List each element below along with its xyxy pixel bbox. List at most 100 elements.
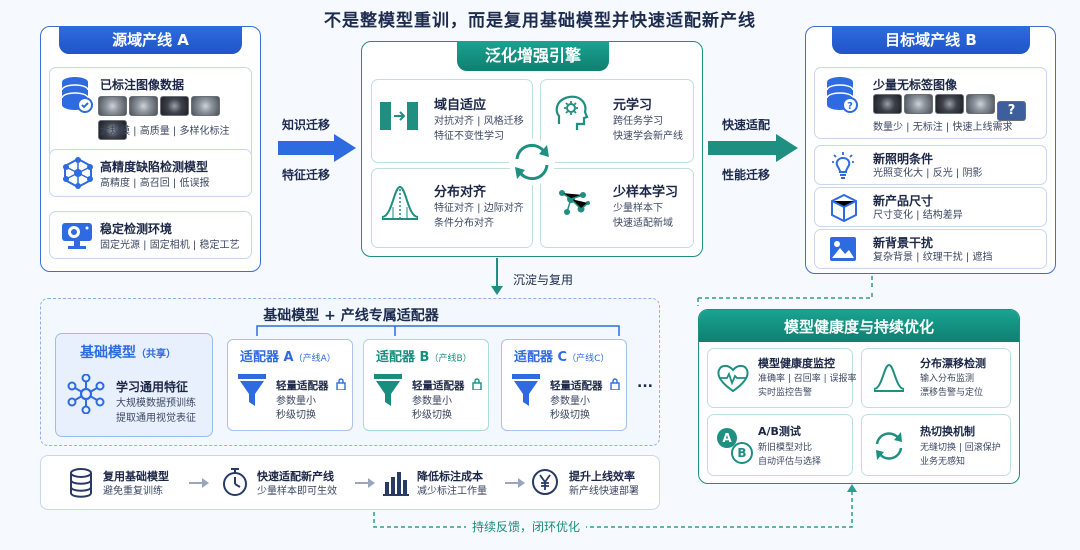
target-item-title: 少量无标签图像 <box>873 78 958 92</box>
refresh-icon <box>875 432 903 460</box>
bar-chart-icon <box>383 472 409 496</box>
foundation-panel: 基础模型 + 产线专属适配器 基础模型（共享） 学习通用特征 大规模数据预训练 … <box>40 298 660 446</box>
engine-item-line2: 条件分布对齐 <box>434 218 494 229</box>
benefit-title: 提升上线效率 <box>569 470 635 483</box>
base-model-heading: 基础模型（共享） <box>80 342 176 362</box>
cube-icon <box>831 193 857 223</box>
source-item-desc: 固定光源 | 固定相机 | 稳定工艺 <box>100 240 240 251</box>
bell-curve-icon <box>873 363 905 392</box>
health-item-line2: 实时监控告警 <box>758 388 813 398</box>
lock-icon <box>336 378 346 390</box>
health-item-line2: 业务无感知 <box>920 457 966 467</box>
adapter-name: 适配器 A <box>240 350 294 365</box>
sample-image-strip <box>98 96 250 144</box>
sample-image-strip: ? <box>873 94 1043 121</box>
engine-panel: 泛化增强引擎 域自适应 对抗对齐 | 风格迁移 特征不变性学习 元学习 跨任务学… <box>361 41 703 257</box>
funnel-icon <box>512 374 540 406</box>
adapter-title: 轻量适配器 <box>276 380 329 392</box>
target-item-unlabeled: ? 少量无标签图像 ? 数量少 | 无标注 | 快速上线需求 <box>814 67 1047 139</box>
network-icon <box>67 374 105 414</box>
sample-image <box>129 96 158 116</box>
lock-icon <box>472 378 482 390</box>
sample-image <box>935 94 964 114</box>
health-item-line1: 新旧模型对比 <box>758 443 813 453</box>
arrow-right-icon <box>355 478 375 488</box>
right-arrow-icon <box>708 134 798 162</box>
target-item-background: 新背景干扰 复杂背景 | 纹理干扰 | 遮挡 <box>814 229 1047 269</box>
lightbulb-icon <box>832 152 854 179</box>
benefit-desc: 避免重复训练 <box>103 486 163 497</box>
adapter-name: 适配器 B <box>376 350 430 365</box>
source-item-desc: 高精度 | 高召回 | 低误报 <box>100 178 210 189</box>
adapter-ellipsis: ... <box>637 375 653 391</box>
benefit-desc: 减少标注工作量 <box>417 486 487 497</box>
arrow-right-icon <box>189 478 209 488</box>
down-arrow-icon <box>491 258 503 295</box>
engine-item-title: 域自适应 <box>434 98 487 113</box>
target-panel-title: 目标域产线 B <box>832 26 1030 54</box>
arrow-right-icon <box>505 478 525 488</box>
database-icon: ? <box>826 77 858 113</box>
page-title: 不是整模型重训，而是复用基础模型并快速适配新产线 <box>324 11 756 31</box>
benefit-desc: 少量样本即可生效 <box>257 486 337 497</box>
sample-image <box>98 120 127 140</box>
target-item-desc: 尺寸变化 | 结构差异 <box>873 210 963 221</box>
arrow-label-performance-transfer: 性能迁移 <box>722 168 771 182</box>
adapter-tag: （产线C） <box>567 354 610 364</box>
scatter-nodes-icon <box>559 190 590 215</box>
base-model-card: 基础模型（共享） 学习通用特征 大规模数据预训练 提取通用视觉表征 <box>55 333 213 437</box>
lock-icon <box>610 378 620 390</box>
adapter-heading: 适配器 C（产线C） <box>514 346 609 365</box>
health-item-line1: 准确率 | 召回率 | 误报率 <box>758 374 857 384</box>
engine-panel-title: 泛化增强引擎 <box>457 41 609 71</box>
domain-adapt-icon <box>380 102 418 130</box>
base-model-subtitle: 学习通用特征 <box>116 380 189 394</box>
image-icon <box>830 237 856 261</box>
engine-item-line2: 快速学会新产线 <box>613 131 683 142</box>
source-item-environment: 稳定检测环境 固定光源 | 固定相机 | 稳定工艺 <box>49 211 252 259</box>
engine-item-title: 分布对齐 <box>434 185 487 200</box>
sample-image <box>904 94 933 114</box>
brain-head-icon <box>555 95 589 130</box>
sample-image <box>873 94 902 114</box>
database-icon <box>61 77 93 113</box>
target-item-title: 新背景干扰 <box>873 236 934 250</box>
engine-item-title: 元学习 <box>613 98 653 113</box>
engine-item-line1: 特征对齐 | 边际对齐 <box>434 203 524 214</box>
foundation-title: 基础模型 + 产线专属适配器 <box>263 308 439 324</box>
heart-pulse-icon <box>717 364 749 393</box>
engine-item-meta-learning: 元学习 跨任务学习 快速学会新产线 <box>540 79 694 163</box>
stopwatch-icon <box>223 468 247 496</box>
svg-text:B: B <box>737 446 746 460</box>
adapter-bracket <box>256 325 620 336</box>
sample-image <box>160 96 189 116</box>
source-panel-title: 源域产线 A <box>59 26 242 54</box>
sample-image <box>98 96 127 116</box>
source-item-title: 高精度缺陷检测模型 <box>100 160 209 174</box>
adapter-tag: （产线B） <box>429 354 472 364</box>
source-item-desc: 大规模 | 高质量 | 多样化标注 <box>100 126 230 137</box>
health-item-line1: 输入分布监测 <box>920 374 975 384</box>
benefit-title: 降低标注成本 <box>417 470 483 483</box>
benefit-desc: 新产线快速部署 <box>569 486 639 497</box>
health-panel-header <box>699 310 1019 342</box>
adapter-line1: 参数量小 <box>276 396 316 407</box>
funnel-icon <box>374 374 402 406</box>
adapter-card: 适配器 A（产线A） 轻量适配器 参数量小 秒级切换 <box>227 339 353 431</box>
health-item-ab-test: A B A/B测试 新旧模型对比 自动评估与选择 <box>707 414 853 476</box>
network-icon <box>63 157 93 189</box>
adapter-heading: 适配器 B（产线B） <box>376 346 472 365</box>
ab-test-icon: A B <box>717 428 753 464</box>
cycle-arrows-icon <box>509 139 555 185</box>
target-item-desc: 光照变化大 | 反光 | 阴影 <box>873 168 983 179</box>
adapter-line2: 秒级切换 <box>550 410 590 421</box>
adapter-card: 适配器 B（产线B） 轻量适配器 参数量小 秒级切换 <box>363 339 489 431</box>
health-item-line2: 自动评估与选择 <box>758 457 822 467</box>
engine-item-line1: 跨任务学习 <box>613 116 663 127</box>
adapter-title: 轻量适配器 <box>550 380 603 392</box>
adapter-card: 适配器 C（产线C） 轻量适配器 参数量小 秒级切换 <box>501 339 627 431</box>
benefits-strip: 复用基础模型 避免重复训练 快速适配新产线 少量样本即可生效 降低标注成本 减少… <box>40 455 660 510</box>
benefit-title: 快速适配新产线 <box>257 470 334 483</box>
health-item-line1: 无缝切换 | 回滚保护 <box>920 443 1001 453</box>
